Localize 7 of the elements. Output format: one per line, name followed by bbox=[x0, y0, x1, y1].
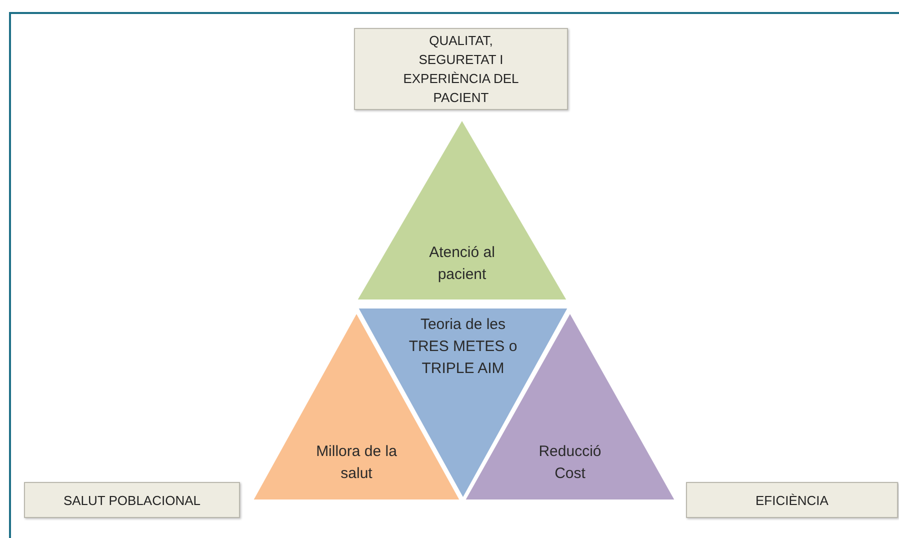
label-box: EFICIÈNCIA bbox=[686, 482, 898, 518]
label-box: SALUT POBLACIONAL bbox=[24, 482, 240, 518]
label-box: QUALITAT, SEGURETAT I EXPERIÈNCIA DEL PACIENT bbox=[354, 28, 568, 110]
triangle-label: Atenció al pacient bbox=[428, 243, 496, 285]
triangle-label: Reducció Cost bbox=[538, 442, 602, 484]
triangle-label: Teoria de les TRES METES o TRIPLE AIM bbox=[408, 315, 518, 379]
triangle-label: Millora de la salut bbox=[315, 442, 398, 484]
